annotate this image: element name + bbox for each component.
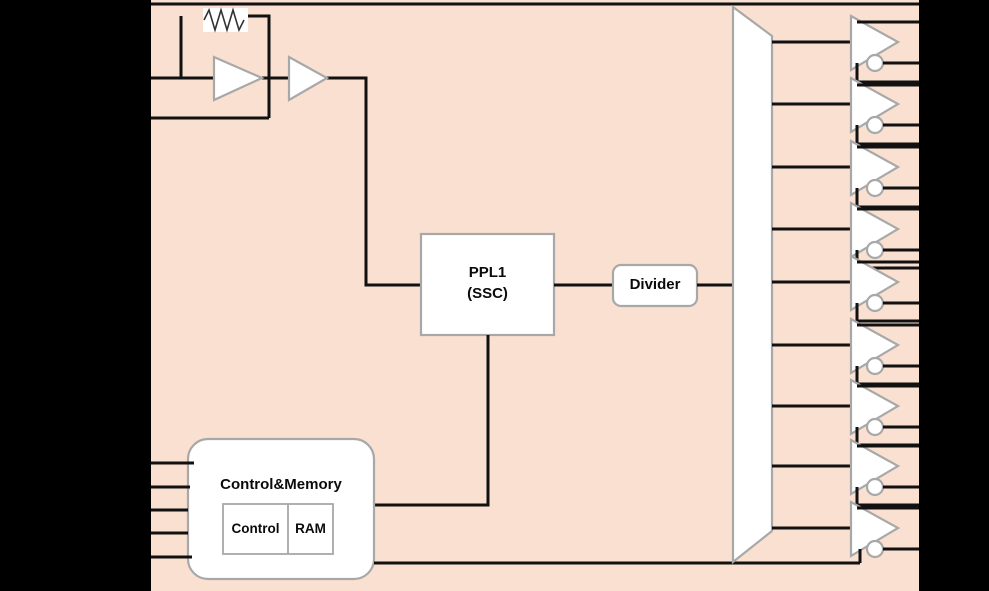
output-buffer-4[interactable]: [849, 201, 919, 270]
output-buffer-3[interactable]: [849, 139, 919, 209]
output-buffer-6[interactable]: [849, 317, 919, 386]
feedback-resistor-icon: [203, 7, 248, 33]
oscillator-amplifier-icon: [212, 55, 265, 102]
output-buffer-1[interactable]: [849, 14, 919, 84]
output-buffer-2[interactable]: [849, 76, 919, 146]
output-buffer-9[interactable]: [849, 500, 919, 563]
pll-label-line2: (SSC): [467, 285, 508, 302]
pll-to-control-wire: [374, 335, 490, 507]
control-ram-container: [222, 503, 334, 555]
control-sub-label: Control: [231, 521, 280, 536]
output-mux[interactable]: [731, 4, 774, 565]
oscillator-buffer-icon: [287, 55, 330, 102]
output-buffer-7[interactable]: [849, 378, 919, 447]
pll-label-line1: PPL1: [468, 264, 507, 281]
control-memory-title: Control&Memory: [220, 476, 342, 493]
output-buffer-5[interactable]: [849, 254, 919, 323]
ram-sub-label: RAM: [295, 521, 326, 536]
control-input-pins: [151, 461, 194, 559]
oscillator-section: [151, 14, 421, 287]
output-buffer-8[interactable]: [849, 438, 919, 507]
control-memory-block[interactable]: [186, 437, 376, 581]
mux-output-wires: [772, 40, 851, 530]
divider-label: Divider: [629, 276, 681, 293]
